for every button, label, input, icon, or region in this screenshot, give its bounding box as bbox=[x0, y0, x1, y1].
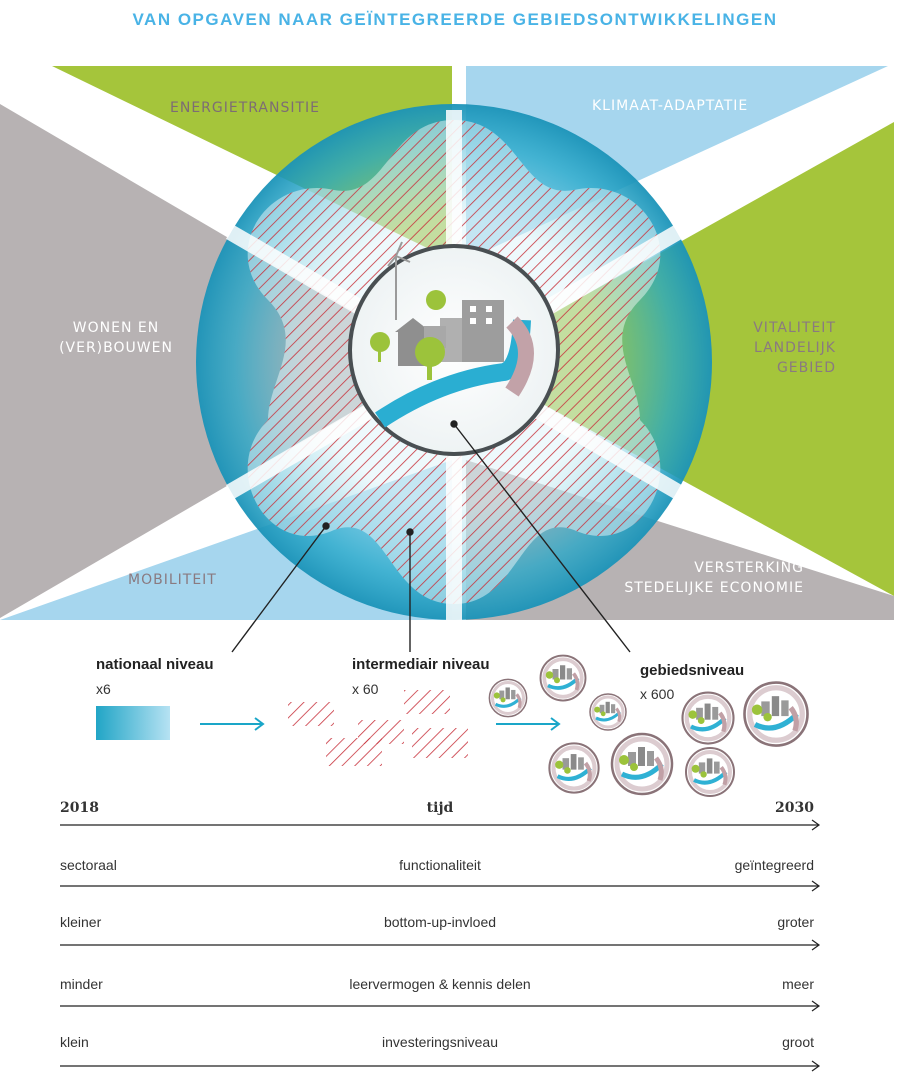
level-area-count: x 600 bbox=[640, 686, 674, 702]
label-vitaliteit: VITALITEIT LANDELIJK GEBIED bbox=[724, 318, 836, 378]
axis-time-right: 2030 bbox=[775, 800, 814, 816]
axis-bottom-up-right: groter bbox=[777, 914, 814, 930]
label-vitaliteit-line3: GEBIED bbox=[724, 358, 836, 378]
axis-leervermogen-right: meer bbox=[782, 976, 814, 992]
label-wonen-line2: (VER)BOUWEN bbox=[54, 338, 178, 358]
axis-row-bottom-up: kleiner bottom-up-invloed groter bbox=[60, 914, 820, 936]
axis-row-time: 2018 tijd 2030 bbox=[60, 800, 820, 822]
label-klimaat-adaptatie: KLIMAAT-ADAPTATIE bbox=[592, 98, 748, 114]
label-wonen-line1: WONEN EN bbox=[54, 318, 178, 338]
label-wonen: WONEN EN (VER)BOUWEN bbox=[54, 318, 178, 358]
axis-functionaliteit-right: geïntegreerd bbox=[735, 857, 814, 873]
axis-row-leervermogen: minder leervermogen & kennis delen meer bbox=[60, 976, 820, 998]
axis-time-center: tijd bbox=[60, 800, 820, 816]
axis-row-functionaliteit: sectoraal functionaliteit geïntegreerd bbox=[60, 857, 820, 879]
intermediate-blocks bbox=[288, 690, 468, 766]
level-national-count: x6 bbox=[96, 681, 111, 697]
level-intermediate-title: intermediair niveau bbox=[352, 656, 490, 673]
axis-investering-center: investeringsniveau bbox=[60, 1034, 820, 1050]
label-versterking-line1: VERSTERKING bbox=[614, 558, 804, 578]
label-versterking-line2: STEDELIJKE ECONOMIE bbox=[614, 578, 804, 598]
label-energietransitie: ENERGIETRANSITIE bbox=[170, 100, 320, 116]
level-area-title: gebiedsniveau bbox=[640, 662, 744, 679]
axis-functionaliteit-center: functionaliteit bbox=[60, 857, 820, 873]
axis-row-investering: klein investeringsniveau groot bbox=[60, 1034, 820, 1056]
level-national-title: nationaal niveau bbox=[96, 656, 214, 673]
national-swatch bbox=[96, 706, 170, 740]
label-mobiliteit: MOBILITEIT bbox=[128, 572, 217, 588]
label-vitaliteit-line1: VITALITEIT bbox=[724, 318, 836, 338]
level-intermediate-count: x 60 bbox=[352, 681, 378, 697]
label-versterking: VERSTERKING STEDELIJKE ECONOMIE bbox=[614, 558, 804, 598]
label-vitaliteit-line2: LANDELIJK bbox=[724, 338, 836, 358]
axis-leervermogen-center: leervermogen & kennis delen bbox=[60, 976, 820, 992]
axis-bottom-up-center: bottom-up-invloed bbox=[60, 914, 820, 930]
axis-investering-right: groot bbox=[782, 1034, 814, 1050]
